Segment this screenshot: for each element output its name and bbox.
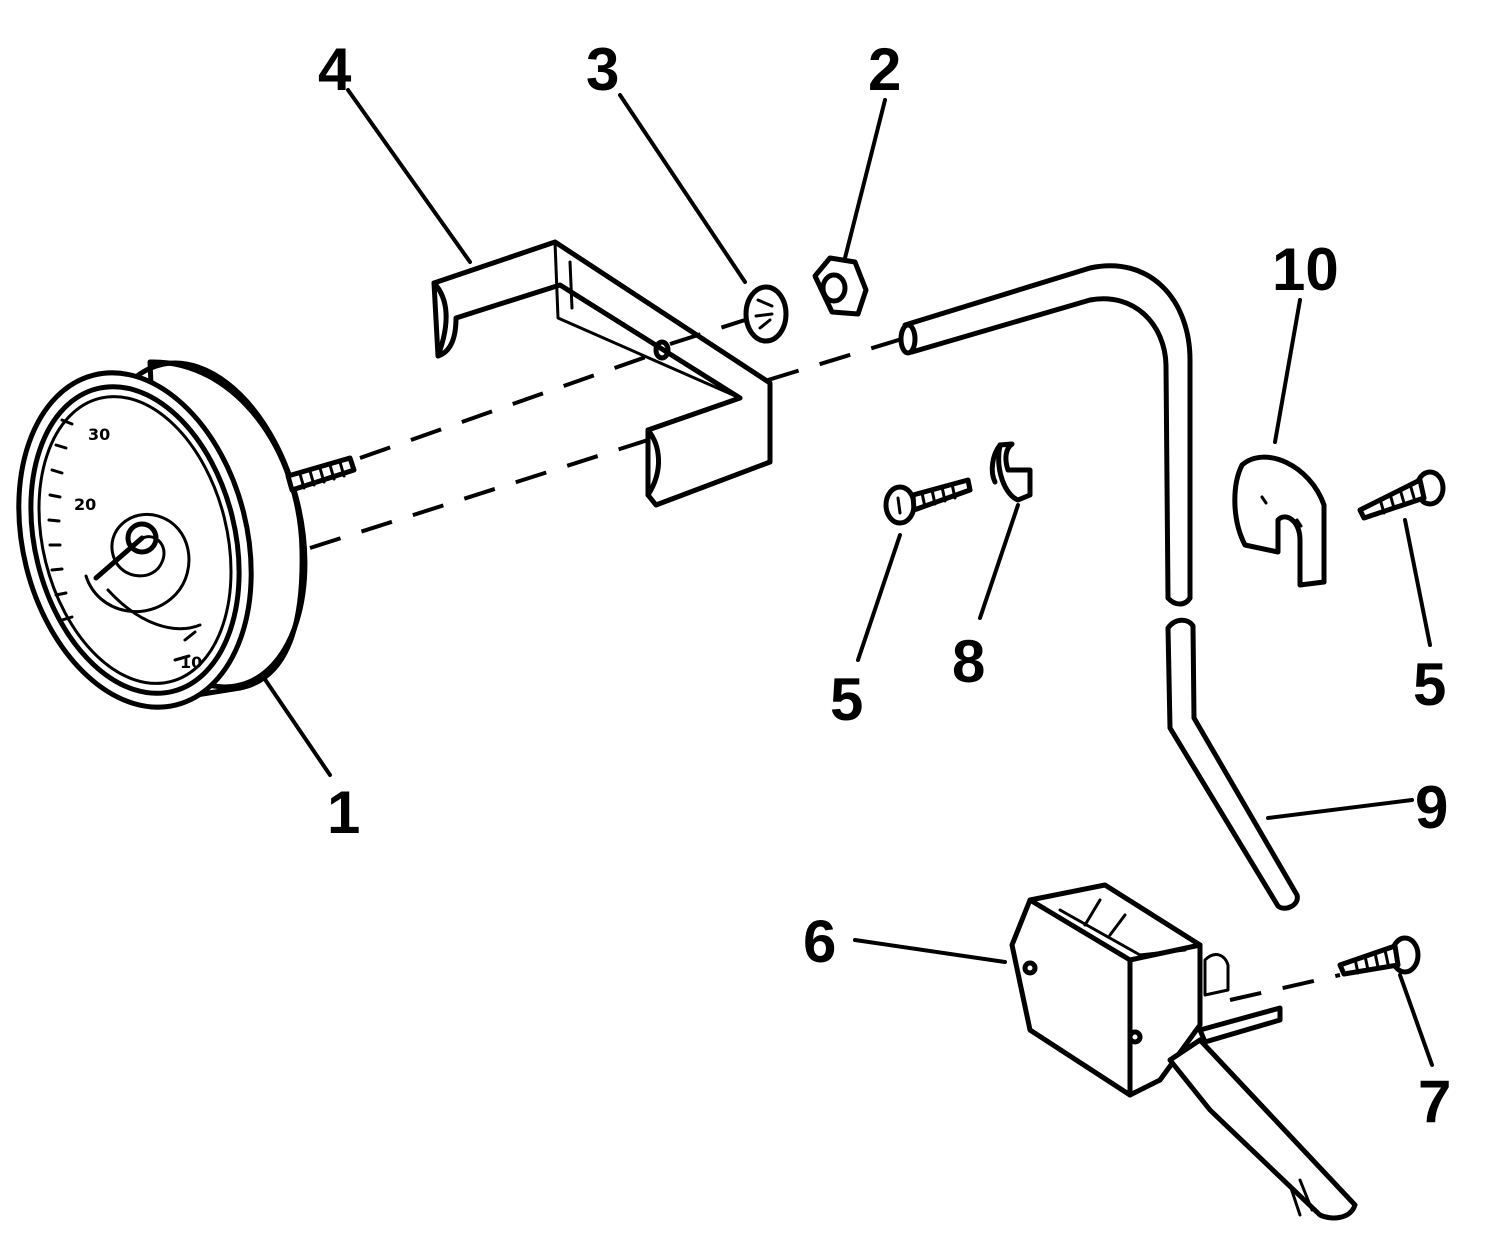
callout-8: 8 [952,628,985,695]
callout-7: 7 [1418,1068,1451,1135]
gauge: 30 20 10 [16,359,357,710]
screw-switch [1337,935,1421,977]
callout-9: 9 [1415,774,1448,841]
mounting-bracket [431,239,773,508]
dial-mark-10: 10 [180,653,202,672]
callout-6: 6 [803,908,836,975]
retainer-clip [1232,454,1327,588]
lock-washer [743,284,789,344]
dial-mark-30: 30 [88,425,110,444]
tube-clip [989,441,1033,503]
dial-mark-20: 20 [74,495,96,514]
callout-2: 2 [868,36,901,103]
screw-right [1357,469,1446,521]
leader-lines [260,88,1434,1067]
dial-ticks [47,418,74,622]
tube [898,263,1300,911]
hex-nut [812,255,869,317]
callout-3: 3 [586,36,619,103]
callout-5-left: 5 [830,666,863,733]
alignment-lines [309,318,1341,1002]
switch-assembly [1009,882,1358,1221]
screw-left [883,477,973,526]
callout-10: 10 [1272,236,1339,303]
callout-5-right: 5 [1413,651,1446,718]
callout-1: 1 [327,779,360,846]
callout-4: 4 [318,36,352,103]
